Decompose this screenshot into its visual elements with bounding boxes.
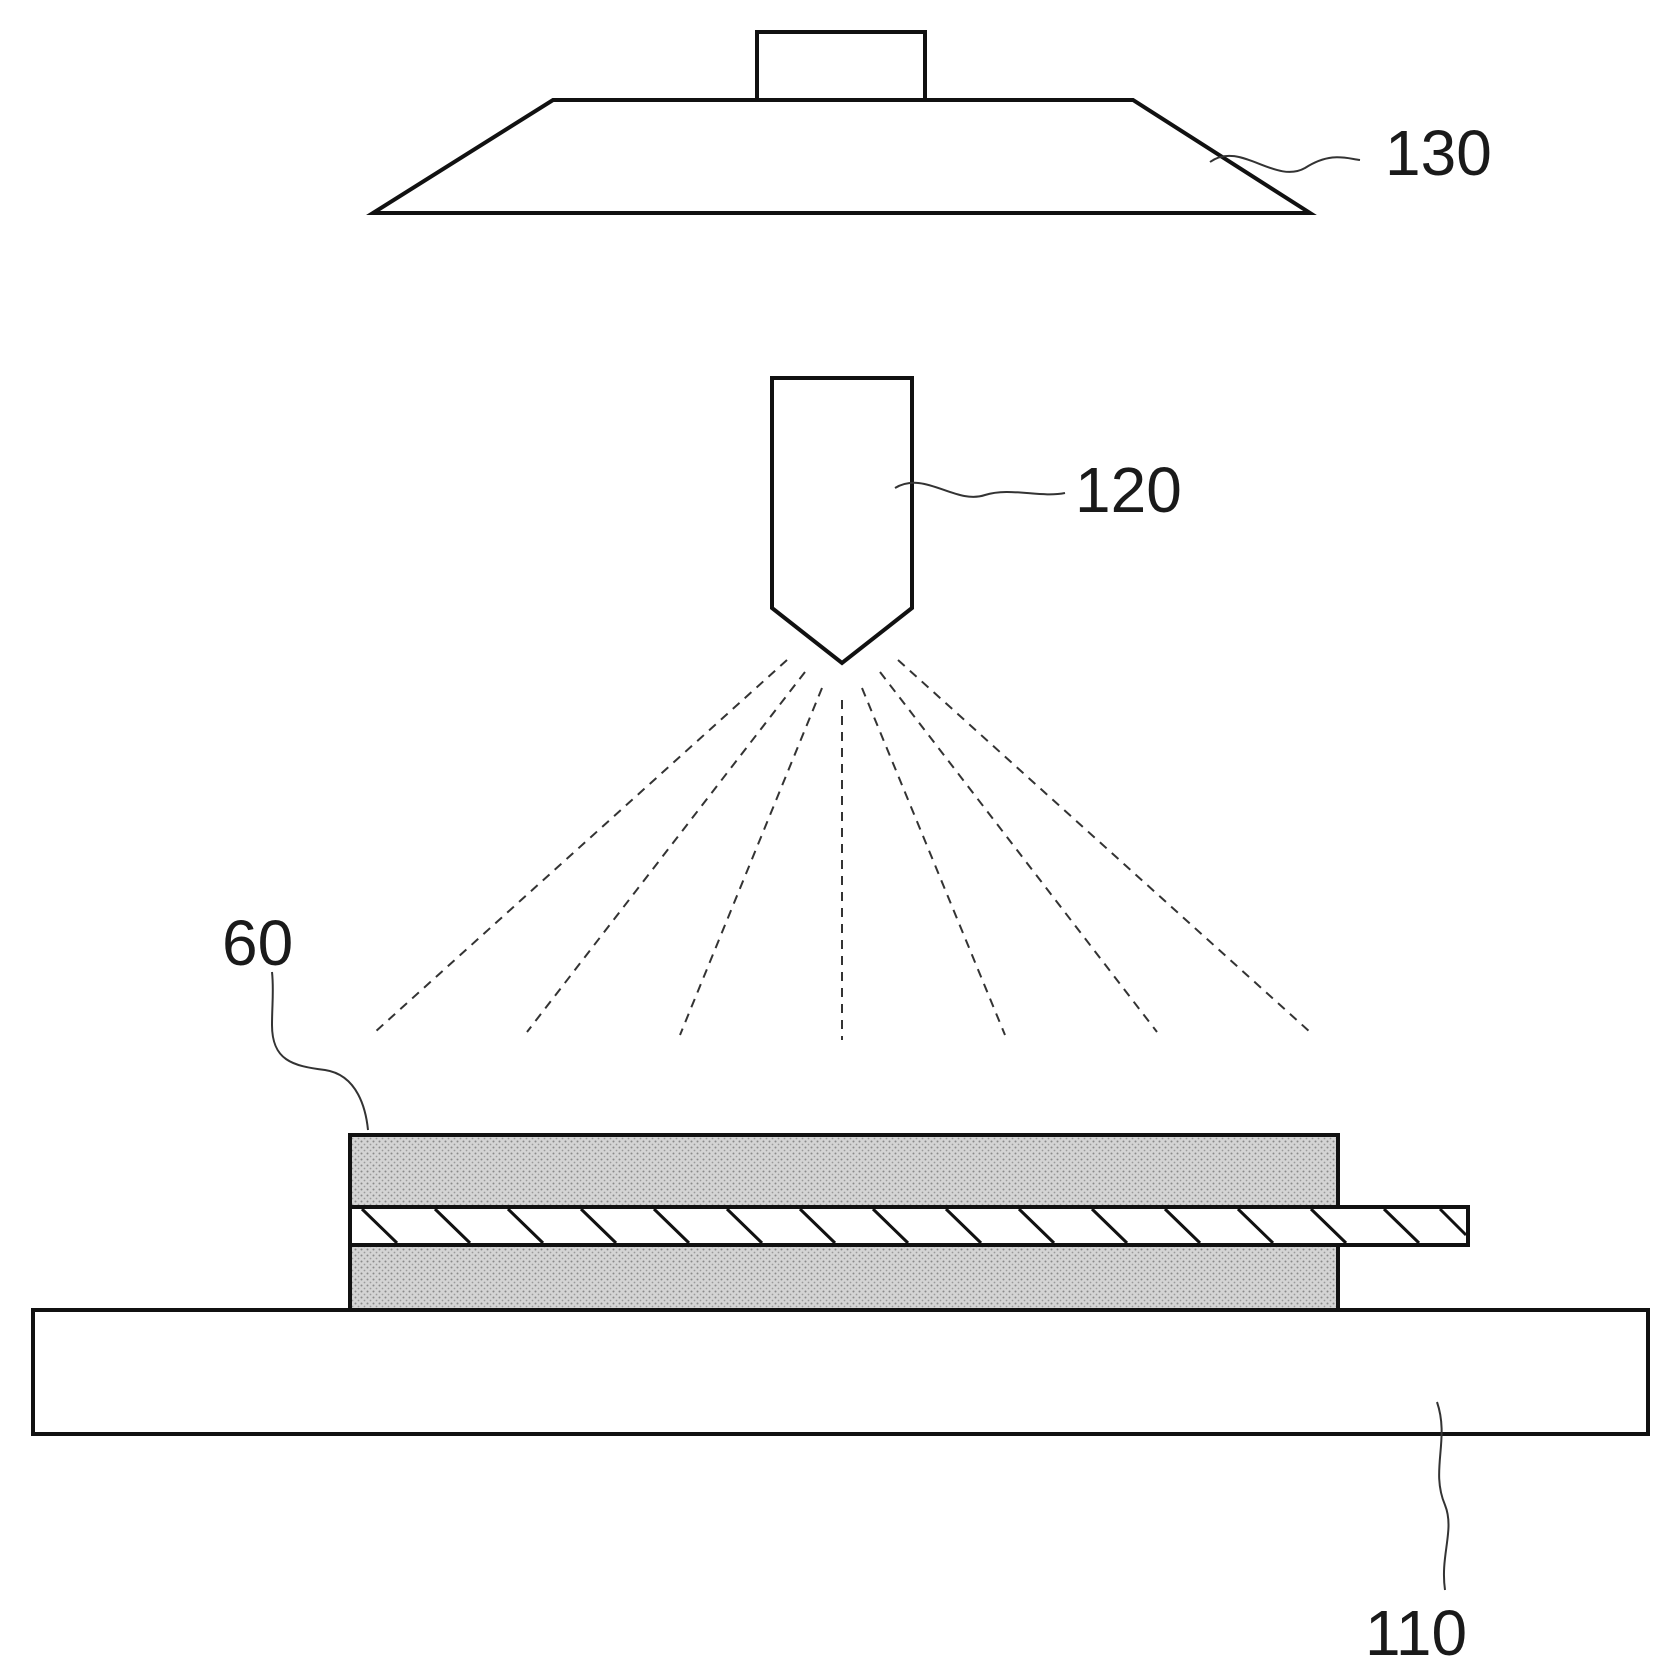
lamp-mount <box>757 32 925 100</box>
spray-line <box>898 660 1310 1032</box>
electrode-reference-label: 60 <box>222 907 293 979</box>
electrode-assembly <box>350 1135 1468 1315</box>
spray-line <box>375 660 787 1032</box>
stage <box>33 1310 1648 1434</box>
lamp-reflector <box>373 100 1310 213</box>
upper-coating-layer <box>350 1135 1338 1207</box>
electrode-leader-line <box>272 972 368 1130</box>
spray-line <box>527 672 805 1032</box>
spray-line <box>680 688 822 1035</box>
current-collector-foil <box>350 1207 1468 1245</box>
lamp-reference-label: 130 <box>1385 117 1492 189</box>
spray-line <box>880 672 1157 1032</box>
lamp <box>373 32 1310 213</box>
spray-nozzle <box>772 378 912 663</box>
stage-reference-label: 110 <box>1365 1597 1467 1661</box>
nozzle-leader-line <box>895 483 1065 497</box>
spray-pattern <box>375 660 1310 1040</box>
lower-coating-layer <box>350 1245 1338 1315</box>
nozzle-reference-label: 120 <box>1075 454 1182 526</box>
